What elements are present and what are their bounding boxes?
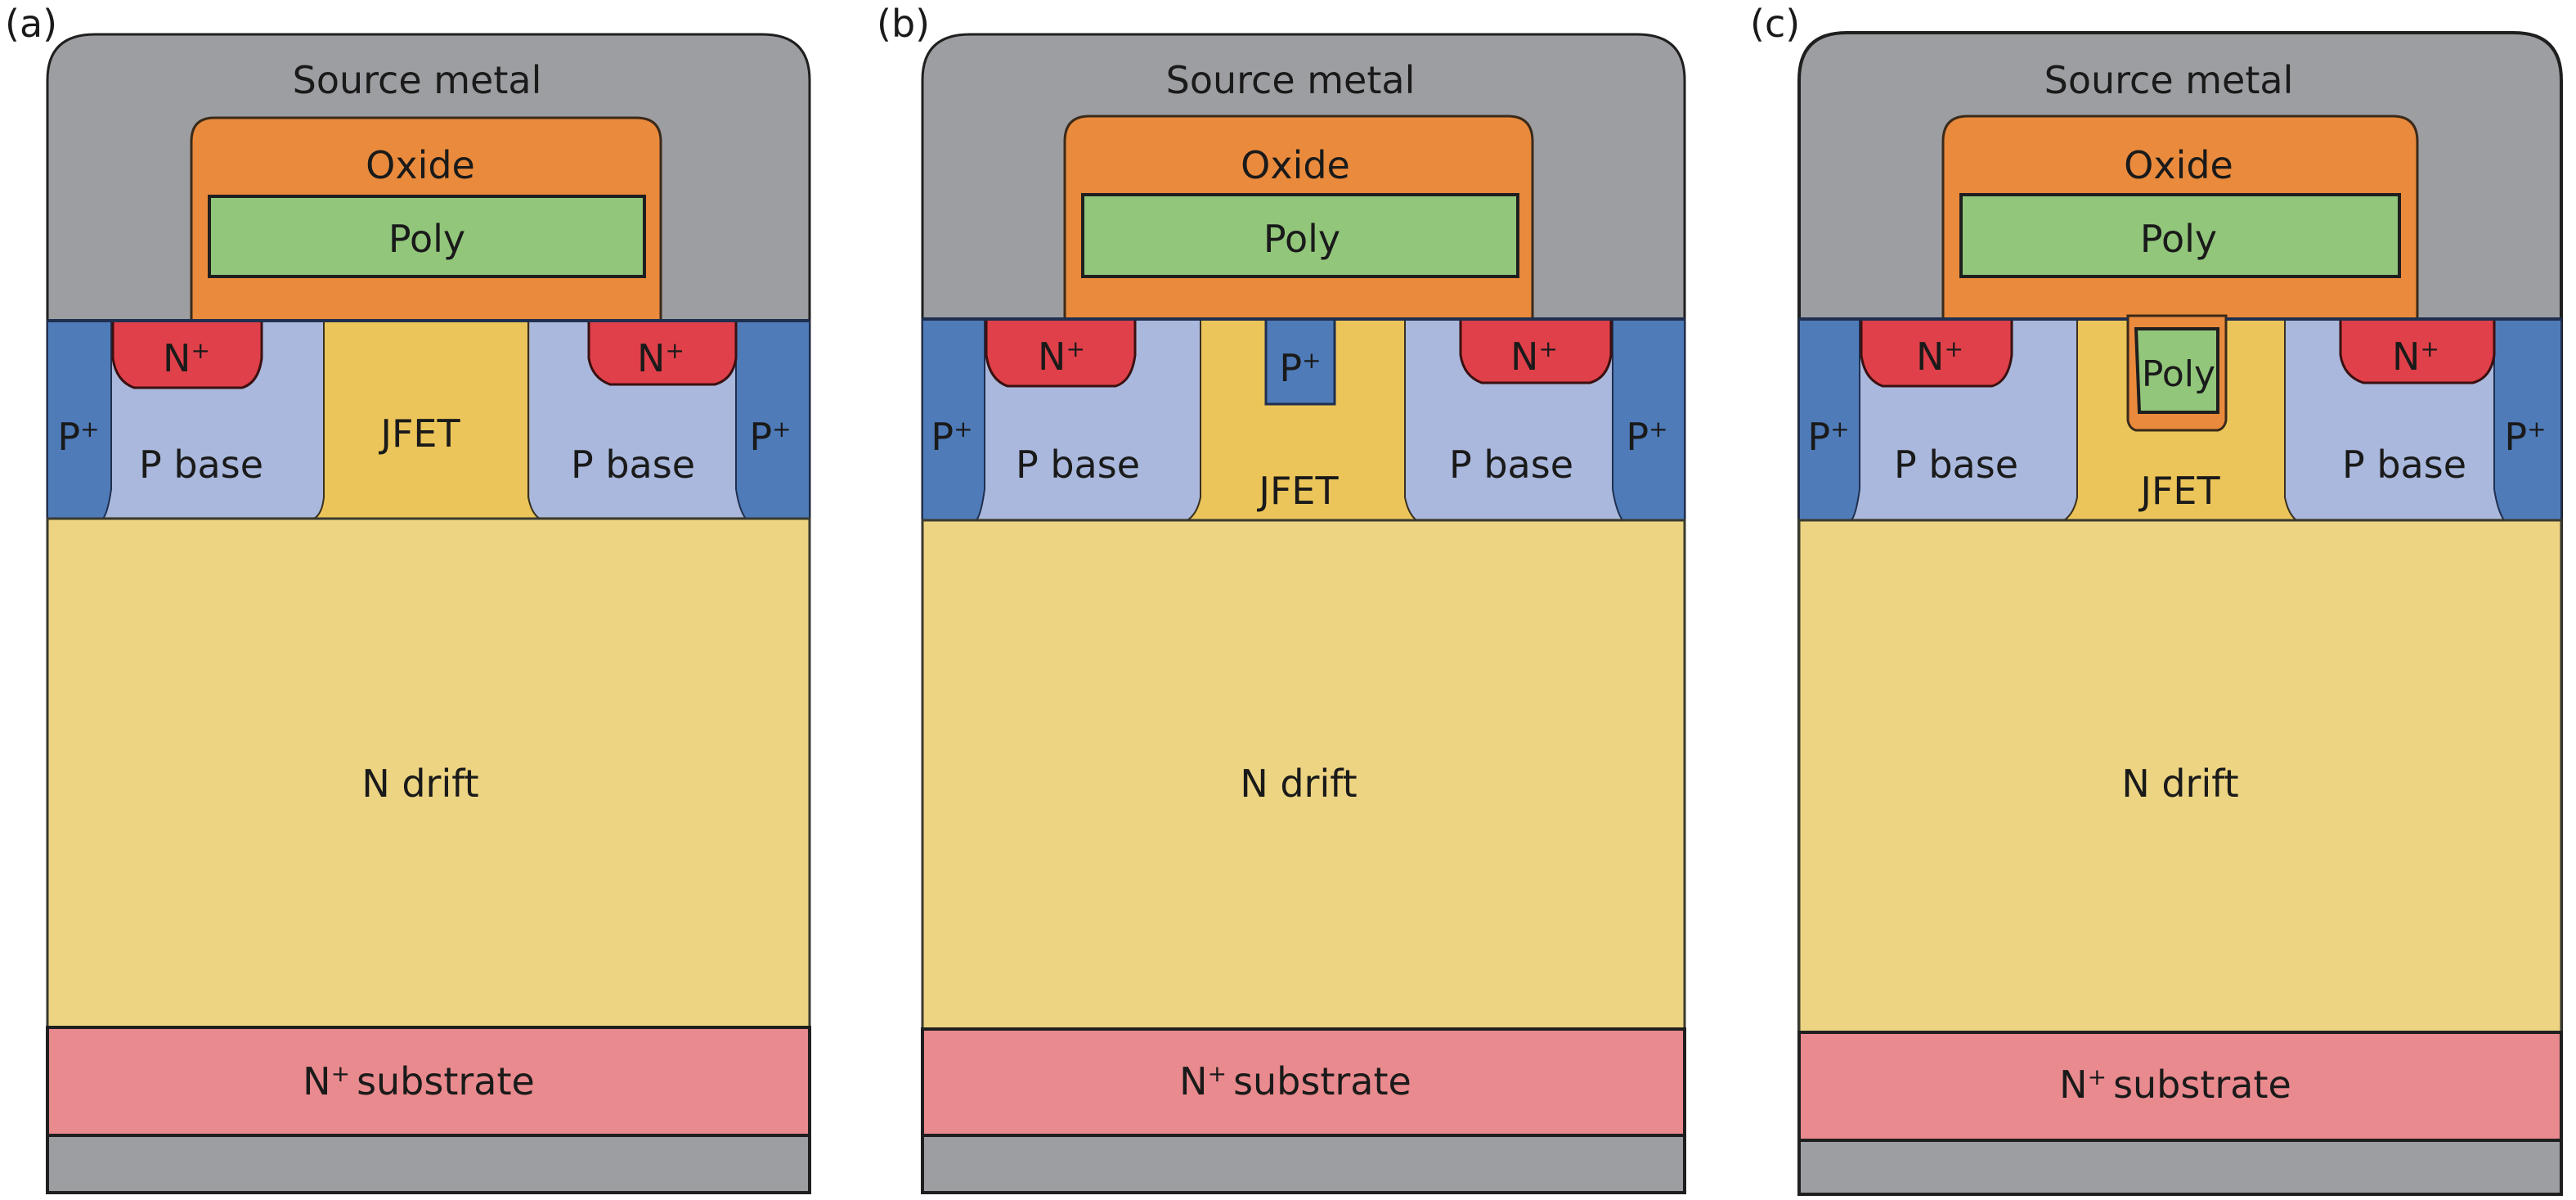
label-p-base-right: P base bbox=[2342, 443, 2466, 487]
label-source-metal: Source metal bbox=[1166, 58, 1416, 102]
label-n-plus-right: N+ bbox=[1510, 335, 1558, 379]
label-n-drift: N drift bbox=[361, 762, 478, 806]
label-n-plus-left: N+ bbox=[1038, 335, 1085, 379]
label-p-plus-left: P+ bbox=[1807, 415, 1849, 459]
label-poly: Poly bbox=[2140, 217, 2217, 261]
label-p-plus-right: P+ bbox=[1626, 415, 1667, 459]
n-drift-region bbox=[921, 519, 1686, 1031]
label-p-plus-right: P+ bbox=[749, 415, 791, 459]
label-substrate: N+substrate bbox=[303, 1059, 535, 1103]
label-oxide: Oxide bbox=[366, 143, 475, 187]
panel-a: Source metal Oxide Poly N+ N+ P+ P+ P ba… bbox=[46, 31, 811, 1196]
label-p-base-left: P base bbox=[1016, 443, 1140, 487]
panel-b: Source metal Oxide Poly N+ N+ P+ P+ P+ P… bbox=[921, 31, 1686, 1196]
label-n-drift: N drift bbox=[1240, 762, 1357, 806]
poly-gate bbox=[1081, 193, 1519, 278]
label-oxide: Oxide bbox=[1241, 143, 1350, 187]
label-n-plus-left: N+ bbox=[1916, 335, 1963, 379]
label-p-base-left: P base bbox=[1894, 443, 2018, 487]
drain-metal bbox=[1797, 1139, 2563, 1196]
poly-gate bbox=[208, 195, 646, 278]
label-p-base-left: P base bbox=[139, 443, 263, 487]
label-p-plus-left: P+ bbox=[931, 415, 972, 459]
label-n-plus-right: N+ bbox=[2392, 335, 2439, 379]
poly-gate bbox=[1959, 193, 2401, 278]
n-plus-left bbox=[111, 319, 263, 389]
label-poly: Poly bbox=[388, 217, 465, 261]
label-source-metal: Source metal bbox=[2044, 58, 2294, 102]
n-plus-substrate bbox=[921, 1027, 1686, 1137]
mosfet-cross-section-c: Source metal Oxide Poly N+ N+ Poly P+ P+… bbox=[1797, 31, 2563, 1196]
drain-metal bbox=[921, 1134, 1686, 1194]
label-jfet: JFET bbox=[2138, 469, 2220, 513]
mosfet-cross-section-a: Source metal Oxide Poly N+ N+ P+ P+ P ba… bbox=[46, 33, 811, 1194]
label-jfet: JFET bbox=[378, 411, 460, 456]
label-p-plus-left: P+ bbox=[57, 415, 99, 459]
p-plus-jfet-insert bbox=[1264, 317, 1336, 406]
label-p-base-right: P base bbox=[571, 443, 695, 487]
label-n-drift: N drift bbox=[2121, 762, 2238, 806]
mosfet-cross-section-b: Source metal Oxide Poly N+ N+ P+ P+ P+ P… bbox=[921, 33, 1686, 1194]
label-source-metal: Source metal bbox=[293, 58, 542, 102]
label-poly: Poly bbox=[1263, 217, 1340, 261]
label-p-base-right: P base bbox=[1449, 443, 1573, 487]
label-substrate: N+substrate bbox=[2059, 1063, 2291, 1107]
drain-metal bbox=[46, 1134, 811, 1194]
label-substrate: N+substrate bbox=[1179, 1059, 1411, 1103]
n-plus-left bbox=[985, 317, 1137, 388]
n-plus-right bbox=[2339, 317, 2496, 384]
label-jfet: JFET bbox=[1256, 469, 1339, 513]
label-p-plus-jfet: P+ bbox=[1279, 346, 1321, 390]
panel-label-b: (b) bbox=[877, 2, 931, 46]
n-plus-substrate bbox=[46, 1026, 811, 1137]
label-trench-poly: Poly bbox=[2142, 353, 2215, 395]
n-plus-right bbox=[1459, 317, 1613, 384]
n-drift-region bbox=[1797, 519, 2563, 1034]
label-p-plus-right: P+ bbox=[2504, 415, 2546, 459]
panel-c: Source metal Oxide Poly N+ N+ Poly P+ P+… bbox=[1797, 31, 2563, 1196]
n-drift-region bbox=[46, 517, 811, 1029]
trench-poly bbox=[2134, 327, 2219, 414]
label-oxide: Oxide bbox=[2124, 143, 2233, 187]
label-n-plus-left: N+ bbox=[163, 336, 210, 380]
n-plus-right bbox=[587, 319, 738, 386]
label-n-plus-right: N+ bbox=[637, 336, 684, 380]
panel-label-a: (a) bbox=[5, 2, 58, 46]
n-plus-left bbox=[1860, 317, 2013, 388]
panel-label-c: (c) bbox=[1750, 2, 1801, 46]
